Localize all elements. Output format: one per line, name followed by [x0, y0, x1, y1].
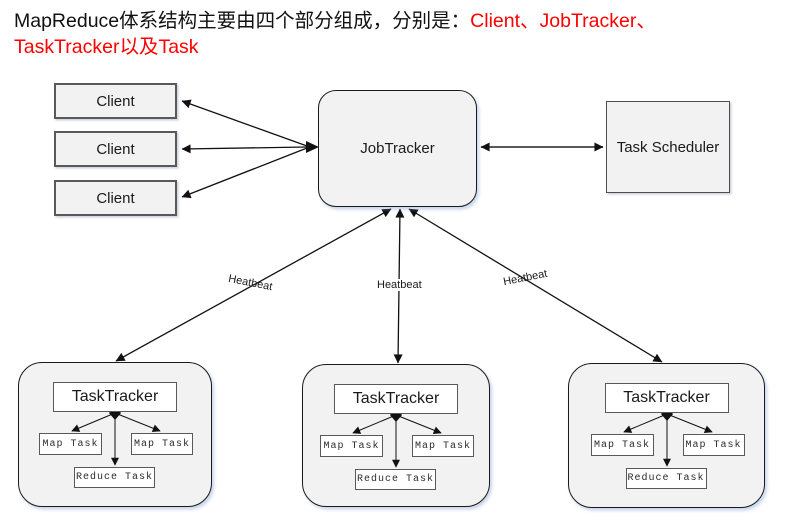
tasktracker-node-1: TaskTracker — [53, 382, 177, 412]
tasktracker-group-1: TaskTracker Map Task Map Task Reduce Tas… — [18, 362, 212, 507]
client-node-3: Client — [54, 180, 177, 216]
client-3-arrow — [181, 147, 308, 199]
title-line-1: MapReduce体系结构主要由四个部分组成，分别是：Client、JobTra… — [14, 8, 794, 34]
map-task-1b: Map Task — [131, 433, 193, 455]
map-task-2a: Map Task — [320, 435, 383, 457]
heartbeat-arrow-right — [408, 208, 663, 363]
reduce-task-3: Reduce Task — [625, 468, 707, 489]
map-task-1a: Map Task — [39, 433, 102, 455]
client-1-arrow — [181, 99, 308, 147]
heartbeat-label-middle: Heatbeat — [374, 279, 425, 291]
tasktracker-node-3: TaskTracker — [604, 383, 729, 413]
page-title: MapReduce体系结构主要由四个部分组成，分别是：Client、JobTra… — [14, 8, 794, 60]
tasktracker-group-2: TaskTracker Map Task Map Task Reduce Tas… — [302, 364, 490, 507]
jobtracker-node: JobTracker — [318, 90, 477, 207]
map-task-3a: Map Task — [590, 434, 654, 456]
map-task-2b: Map Task — [412, 435, 474, 457]
reduce-task-2: Reduce Task — [355, 469, 436, 490]
client-node-1: Client — [54, 83, 177, 119]
title-line-2: TaskTracker以及Task — [14, 34, 794, 60]
title-text-red-2: TaskTracker以及Task — [14, 36, 199, 58]
map-task-3b: Map Task — [682, 434, 745, 456]
tasktracker-node-2: TaskTracker — [334, 384, 458, 414]
jobtracker-left-arrowhead — [306, 141, 319, 153]
reduce-task-1: Reduce Task — [74, 467, 155, 488]
title-text-black: MapReduce体系结构主要由四个部分组成，分别是： — [14, 10, 471, 32]
client-node-2: Client — [54, 131, 177, 167]
client-2-arrow — [181, 144, 308, 154]
task-scheduler-node: Task Scheduler — [606, 101, 730, 193]
tasktracker-group-3: TaskTracker Map Task Map Task Reduce Tas… — [568, 363, 765, 508]
heartbeat-arrow-left — [115, 208, 392, 362]
title-text-red-1: Client、JobTracker、 — [470, 10, 656, 32]
